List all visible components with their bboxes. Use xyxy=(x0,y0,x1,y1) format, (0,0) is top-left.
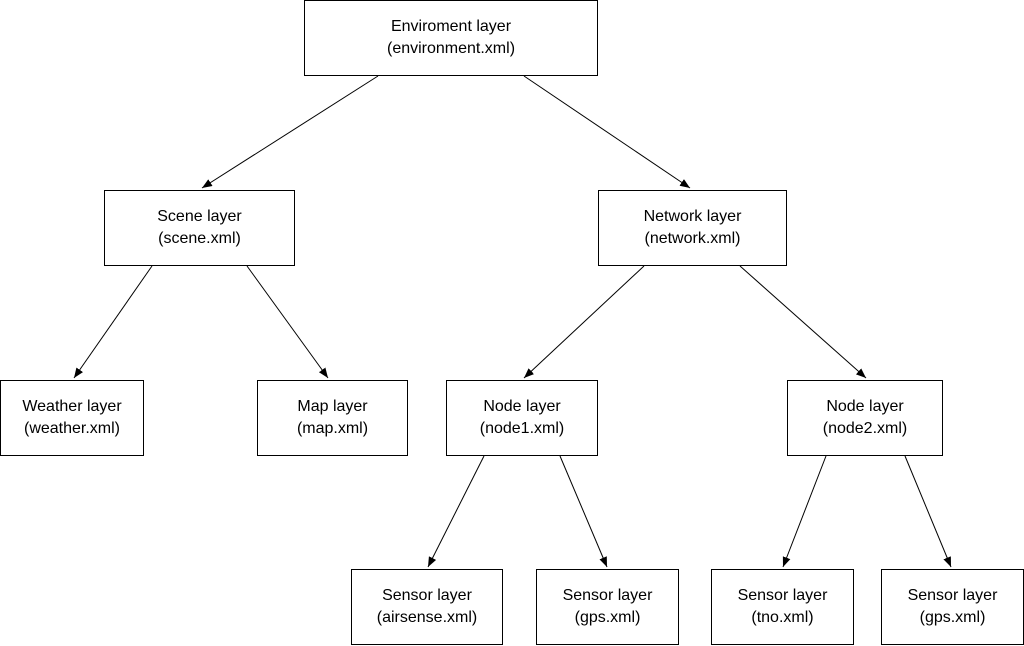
weather-layer-box: Weather layer (weather.xml) xyxy=(0,380,144,456)
node1-layer-file: (node1.xml) xyxy=(479,420,565,437)
map-layer-box: Map layer (map.xml) xyxy=(257,380,408,456)
network-layer-title: Network layer xyxy=(643,208,742,225)
arrow-node1-to-sensor-gps-1 xyxy=(559,455,608,568)
weather-layer-title: Weather layer xyxy=(22,398,122,415)
sensor-gps-1-box: Sensor layer (gps.xml) xyxy=(536,569,679,645)
node2-layer-file: (node2.xml) xyxy=(822,420,908,437)
arrow-node2-to-sensor-gps-2 xyxy=(904,455,952,568)
sensor-gps-1-title: Sensor layer xyxy=(562,587,653,604)
arrow-scene-to-weather xyxy=(73,265,153,379)
sensor-gps-1-file: (gps.xml) xyxy=(574,609,641,626)
scene-layer-file: (scene.xml) xyxy=(158,230,241,247)
map-layer-title: Map layer xyxy=(297,398,368,415)
arrow-environment-to-scene xyxy=(201,75,379,189)
environment-layer-title: Enviroment layer xyxy=(390,18,512,35)
sensor-gps-2-box: Sensor layer (gps.xml) xyxy=(881,569,1024,645)
sensor-tno-box: Sensor layer (tno.xml) xyxy=(711,569,854,645)
environment-layer-box: Enviroment layer (environment.xml) xyxy=(304,0,598,76)
scene-layer-box: Scene layer (scene.xml) xyxy=(104,190,295,266)
sensor-airsense-box: Sensor layer (airsense.xml) xyxy=(351,569,503,645)
arrow-scene-to-map xyxy=(246,265,329,379)
scene-layer-title: Scene layer xyxy=(157,208,242,225)
node1-layer-box: Node layer (node1.xml) xyxy=(446,380,598,456)
arrow-network-to-node2 xyxy=(739,265,867,379)
arrow-node1-to-sensor-airsense xyxy=(427,455,485,568)
node2-layer-box: Node layer (node2.xml) xyxy=(787,380,943,456)
sensor-gps-2-file: (gps.xml) xyxy=(919,609,986,626)
sensor-gps-2-title: Sensor layer xyxy=(907,587,998,604)
network-layer-file: (network.xml) xyxy=(644,230,741,247)
sensor-airsense-file: (airsense.xml) xyxy=(376,609,478,626)
node1-layer-title: Node layer xyxy=(483,398,561,415)
weather-layer-file: (weather.xml) xyxy=(23,420,121,437)
arrow-environment-to-network xyxy=(523,75,691,189)
network-layer-box: Network layer (network.xml) xyxy=(598,190,787,266)
sensor-airsense-title: Sensor layer xyxy=(382,587,472,604)
environment-layer-file: (environment.xml) xyxy=(386,40,516,57)
sensor-tno-file: (tno.xml) xyxy=(751,609,814,626)
sensor-tno-title: Sensor layer xyxy=(737,587,828,604)
arrow-node2-to-sensor-tno xyxy=(782,455,827,568)
node2-layer-title: Node layer xyxy=(826,398,904,415)
map-layer-file: (map.xml) xyxy=(296,420,369,437)
arrow-network-to-node1 xyxy=(523,265,645,379)
